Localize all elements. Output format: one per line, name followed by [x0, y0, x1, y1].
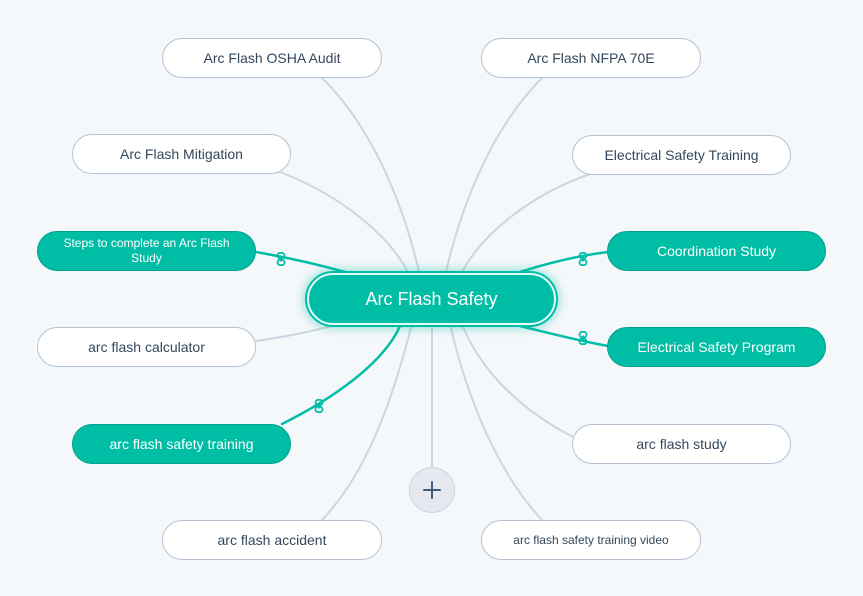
- connector-mitigation: [279, 171, 411, 277]
- link-icon: [314, 399, 324, 413]
- connector-nfpa: [444, 77, 543, 277]
- node-arc-flash-accident[interactable]: arc flash accident: [162, 520, 382, 560]
- connector-est: [459, 173, 591, 277]
- node-electrical-safety-training[interactable]: Electrical Safety Training: [572, 135, 791, 175]
- plus-icon: [423, 481, 441, 499]
- link-icon: [578, 331, 588, 345]
- node-arc-flash-nfpa-70e[interactable]: Arc Flash NFPA 70E: [481, 38, 701, 78]
- node-arc-flash-study[interactable]: arc flash study: [572, 424, 791, 464]
- connector-aftraining: [280, 324, 402, 426]
- node-arc-flash-safety-training-video[interactable]: arc flash safety training video: [481, 520, 701, 560]
- connector-video: [449, 323, 543, 521]
- node-coordination-study[interactable]: Coordination Study: [607, 231, 826, 271]
- node-steps-arc-flash-study[interactable]: Steps to complete an Arc Flash Study: [37, 231, 256, 271]
- node-electrical-safety-program[interactable]: Electrical Safety Program: [607, 327, 826, 367]
- connector-accident: [321, 323, 413, 521]
- add-node-button[interactable]: [409, 467, 455, 513]
- node-arc-flash-mitigation[interactable]: Arc Flash Mitigation: [72, 134, 291, 174]
- connector-coord: [518, 250, 610, 274]
- center-node-arc-flash-safety[interactable]: Arc Flash Safety: [307, 273, 556, 325]
- node-arc-flash-safety-training[interactable]: arc flash safety training: [72, 424, 291, 464]
- node-arc-flash-calculator[interactable]: arc flash calculator: [37, 327, 256, 367]
- link-icon: [276, 252, 286, 266]
- connector-osha: [321, 77, 421, 277]
- link-icon: [578, 252, 588, 266]
- connector-steps: [254, 250, 347, 274]
- connector-afstudy: [461, 323, 576, 439]
- node-arc-flash-osha-audit[interactable]: Arc Flash OSHA Audit: [162, 38, 382, 78]
- connector-esp: [518, 324, 610, 348]
